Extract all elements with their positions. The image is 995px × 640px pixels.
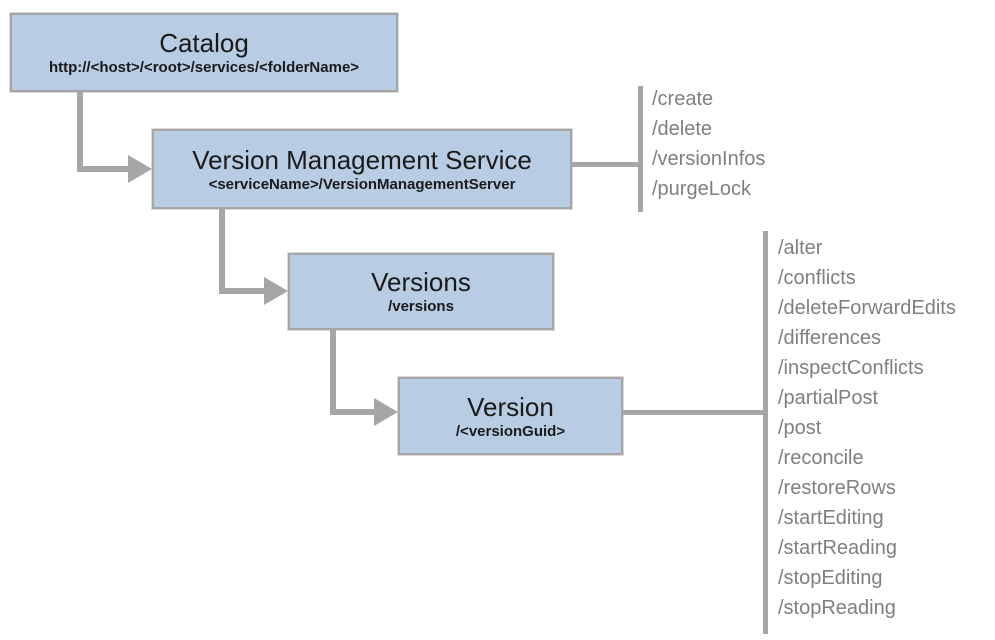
operation-item: /reconcile xyxy=(778,447,864,469)
operation-item: /delete xyxy=(652,118,713,140)
arrowhead-right-icon xyxy=(264,277,288,305)
connector-catalog-to-vms-horizontal xyxy=(77,166,129,172)
arrowhead-right-icon xyxy=(128,155,152,183)
node-url-pattern: http://<host>/<root>/services/<folderNam… xyxy=(48,59,360,76)
operations-list-vms: /create/delete/versionInfos/purgeLock xyxy=(652,84,765,204)
operation-item: /post xyxy=(778,417,822,439)
node-title: Versions xyxy=(371,267,471,297)
operation-item: /partialPost xyxy=(778,387,879,409)
operation-item: /purgeLock xyxy=(652,178,751,200)
operation-item: /inspectConflicts xyxy=(778,357,924,379)
connector-versions-to-version-horizontal xyxy=(330,409,375,415)
node-version: Version /<versionGuid> xyxy=(398,377,623,455)
operation-item: /stopReading xyxy=(778,597,896,619)
branch-version-operations-horizontal xyxy=(623,410,765,415)
operation-item: /versionInfos xyxy=(652,148,766,170)
operation-item: /restoreRows xyxy=(778,477,896,499)
node-catalog: Catalog http://<host>/<root>/services/<f… xyxy=(10,13,398,92)
operation-item: /startReading xyxy=(778,537,897,559)
node-version-management-service: Version Management Service <serviceName>… xyxy=(152,129,572,209)
operation-item: /alter xyxy=(778,237,823,259)
connector-catalog-to-vms-vertical xyxy=(77,92,83,172)
operations-list-version: /alter/conflicts/deleteForwardEdits/diff… xyxy=(778,233,956,623)
branch-version-operations-vertical xyxy=(763,231,768,634)
connector-vms-to-versions-vertical xyxy=(219,209,225,294)
branch-vms-operations-vertical xyxy=(638,86,643,212)
operation-item: /differences xyxy=(778,327,882,349)
node-url-pattern: /<versionGuid> xyxy=(455,422,566,440)
operation-item: /conflicts xyxy=(778,267,856,289)
operation-item: /stopEditing xyxy=(778,567,883,589)
connector-vms-to-versions-horizontal xyxy=(219,288,265,294)
operation-item: /startEditing xyxy=(778,507,884,529)
node-title: Version xyxy=(467,391,554,422)
operation-item: /create xyxy=(652,88,714,110)
arrowhead-right-icon xyxy=(374,398,398,426)
operation-item: /deleteForwardEdits xyxy=(778,297,956,319)
node-url-pattern: <serviceName>/VersionManagementServer xyxy=(208,175,516,193)
connector-versions-to-version-vertical xyxy=(330,330,336,415)
branch-vms-operations-horizontal xyxy=(572,162,640,167)
node-versions: Versions /versions xyxy=(288,253,554,330)
node-url-pattern: /versions xyxy=(388,298,454,315)
node-title: Catalog xyxy=(159,28,249,58)
node-title: Version Management Service xyxy=(192,144,532,175)
